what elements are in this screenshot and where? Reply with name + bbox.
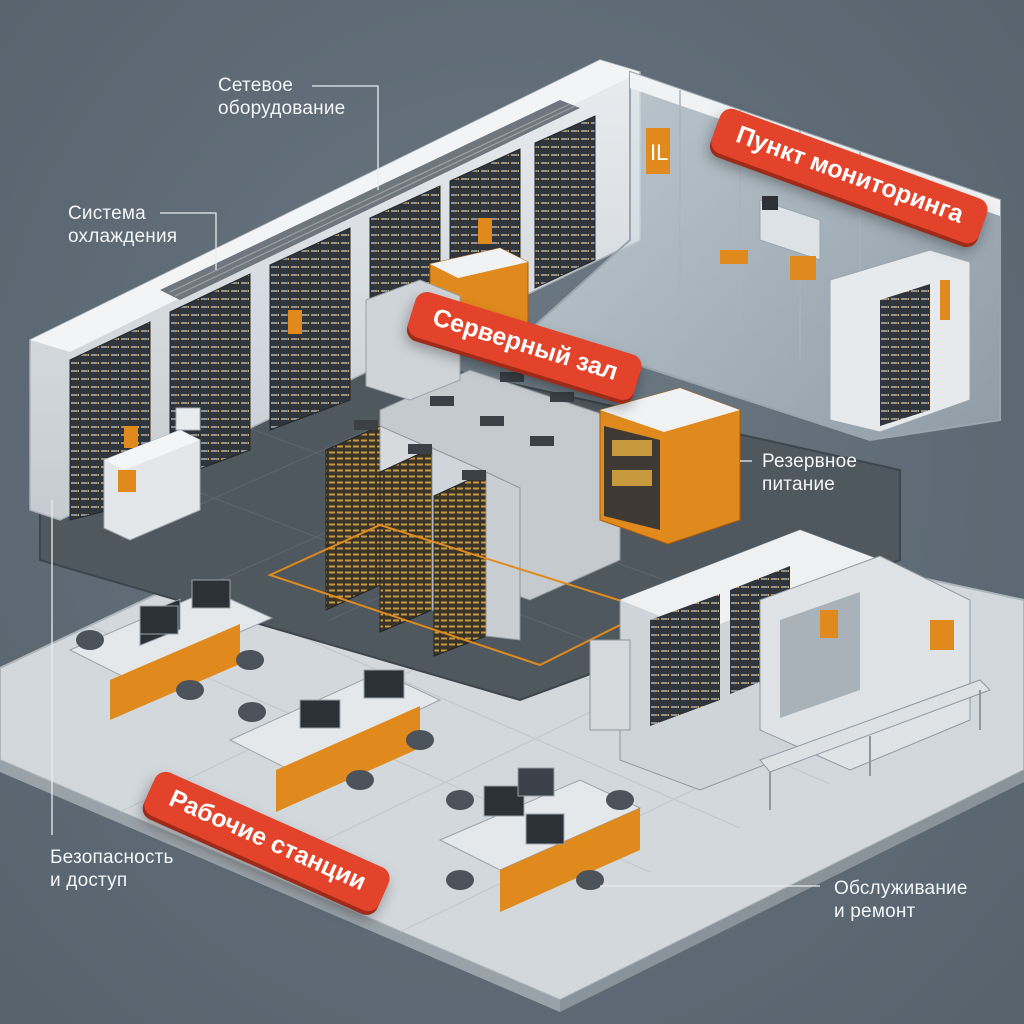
server-rack (325, 425, 381, 611)
workstation-desks (68, 579, 642, 912)
callout-network: Сетевое оборудование (218, 75, 346, 119)
callout-cooling: Система охлаждения (68, 203, 178, 247)
cable-tray (160, 100, 580, 300)
floor-edge-right (560, 770, 1024, 1012)
security-kiosk (103, 407, 201, 541)
back-wall-top (30, 60, 640, 352)
backup-power-unit (599, 387, 741, 545)
server-rack (433, 471, 487, 657)
server-rack-cluster (267, 369, 653, 667)
floor-edge (0, 760, 560, 1012)
callout-leaders (51, 85, 820, 887)
maintenance-area (589, 529, 991, 810)
server-rack (379, 447, 433, 633)
svg-text:IL: IL (650, 140, 668, 165)
callout-security: Безопасность и доступ (50, 847, 174, 891)
callout-maintenance: Обслуживание и ремонт (834, 878, 968, 922)
callout-backup-power: Резервное питание (762, 451, 858, 495)
